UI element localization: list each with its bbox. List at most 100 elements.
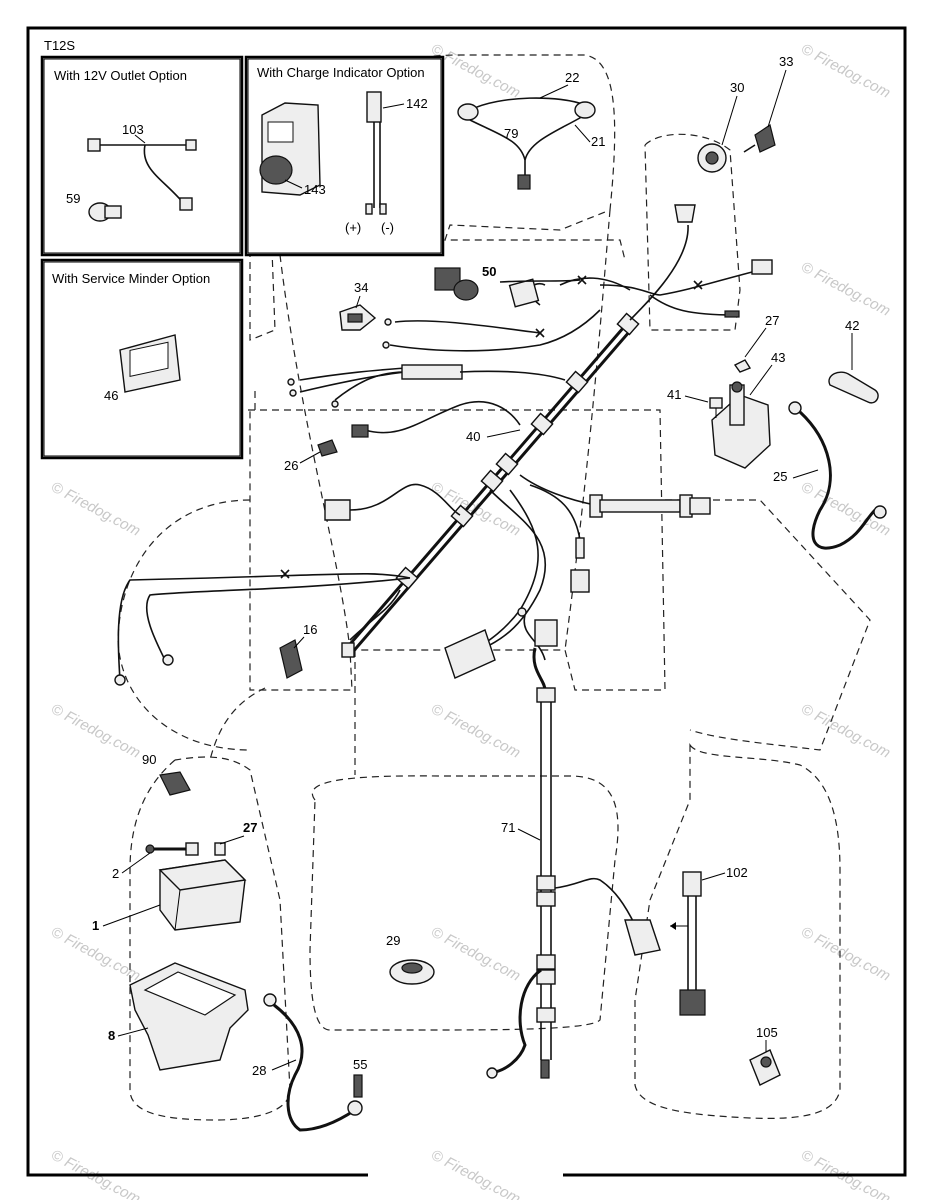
- part-label-16: 16: [303, 622, 317, 637]
- part-label-28: 28: [252, 1063, 266, 1078]
- watermark: © Firedog.com: [798, 259, 893, 320]
- terminal-plus: (+): [345, 220, 361, 235]
- headlight-bulb-icon: [574, 101, 596, 119]
- connector-icon: [341, 642, 355, 658]
- battery-tray: 8: [108, 962, 249, 1071]
- harness-sleeve: [401, 364, 463, 380]
- key-icon: [754, 124, 776, 153]
- part-label-25: 25: [773, 469, 787, 484]
- part-label-40: 40: [466, 429, 480, 444]
- charge-connector-icon: [366, 91, 382, 123]
- watermark: © Firedog.com: [48, 1147, 143, 1200]
- connector-16: 16: [279, 622, 317, 679]
- connector-icon: [570, 569, 590, 593]
- connector-icon: [324, 499, 351, 521]
- part-label-90: 90: [142, 752, 156, 767]
- terminal-minus: (-): [381, 220, 394, 235]
- part-label-29: 29: [386, 933, 400, 948]
- option-box-12v-outlet: With 12V Outlet Option 103 59: [40, 55, 244, 257]
- watermark: © Firedog.com: [428, 701, 523, 762]
- connector-icon: [179, 197, 193, 211]
- option-box-title: With Service Minder Option: [52, 271, 210, 286]
- power-outlet-icon: [104, 205, 122, 219]
- main-wire-harness: 40: [114, 204, 773, 686]
- option-box-title: With Charge Indicator Option: [257, 65, 425, 80]
- seat-switch-icon: [317, 439, 338, 457]
- bolt-icon: [353, 1074, 363, 1098]
- battery-cable-25: 25: [773, 401, 887, 550]
- option-box-title: With 12V Outlet Option: [54, 68, 187, 83]
- part-label-21: 21: [591, 134, 605, 149]
- option-box-service-minder: With Service Minder Option 46: [40, 258, 244, 460]
- connector-icon: [679, 989, 706, 1016]
- headlight-harness: 22 79 21: [457, 70, 605, 190]
- part-label-27: 27: [765, 313, 779, 328]
- part-label-22: 22: [565, 70, 579, 85]
- battery-assembly: 2 27 1: [92, 820, 257, 933]
- part-label-59: 59: [66, 191, 80, 206]
- watermark: © Firedog.com: [798, 1147, 893, 1200]
- fuse-block-icon: [508, 278, 540, 308]
- seat-switch: 26: [284, 439, 338, 473]
- connector-icon: [689, 497, 711, 515]
- part-label-1: 1: [92, 918, 99, 933]
- watermark: © Firedog.com: [428, 1147, 523, 1200]
- connector-icon: [751, 259, 773, 275]
- boot-icon: [828, 371, 879, 404]
- pto-switch: 34: [339, 280, 377, 331]
- part-label-33: 33: [779, 54, 793, 69]
- relay-icon: [159, 771, 191, 796]
- relay-icon: [279, 639, 303, 679]
- connector-icon: [87, 138, 101, 152]
- watermark: © Firedog.com: [798, 701, 893, 762]
- ignition-key: 33: [743, 54, 793, 153]
- switch-icon: [434, 267, 461, 291]
- rear-wire-harness-71: 71: [486, 607, 661, 1079]
- connector-icon: [185, 139, 197, 151]
- watermark: © Firedog.com: [798, 924, 893, 985]
- part-label-46: 46: [104, 388, 118, 403]
- watermark: © Firedog.com: [48, 479, 143, 540]
- part-label-142: 142: [406, 96, 428, 111]
- headlight-bulb-icon: [457, 103, 479, 121]
- part-label-102: 102: [726, 865, 748, 880]
- part-label-26: 26: [284, 458, 298, 473]
- connector-icon: [444, 629, 496, 679]
- part-label-41: 41: [667, 387, 681, 402]
- part-label-30: 30: [730, 80, 744, 95]
- watermark: © Firedog.com: [48, 701, 143, 762]
- seat-switch-harness-102: 102: [670, 865, 748, 1016]
- tractor-outline: [117, 54, 871, 1121]
- part-label-55: 55: [353, 1057, 367, 1072]
- connector-icon: [351, 424, 369, 438]
- switch-icon: [682, 871, 702, 897]
- connector-icon: [534, 619, 558, 647]
- part-label-143: 143: [304, 182, 326, 197]
- connector-icon: [517, 174, 531, 190]
- harness-sleeve: [599, 499, 681, 513]
- diagram-id: T12S: [44, 38, 75, 53]
- terminal-boot: 42: [828, 318, 879, 404]
- watermark: © Firedog.com: [428, 924, 523, 985]
- part-label-2: 2: [112, 866, 119, 881]
- ground-cable-28: 28 55: [252, 993, 367, 1132]
- starter-solenoid: 27 43 41: [667, 313, 785, 469]
- part-label-103: 103: [122, 122, 144, 137]
- watermark: © Firedog.com: [798, 41, 893, 102]
- part-label-79: 79: [504, 126, 518, 141]
- part-label-105: 105: [756, 1025, 778, 1040]
- option-box-charge-indicator: With Charge Indicator Option 143 142 (+)…: [244, 55, 445, 257]
- connector-icon: [624, 919, 661, 956]
- headlight-switch: 50: [434, 264, 496, 301]
- part-label-8: 8: [108, 1028, 115, 1043]
- connector-icon: [674, 204, 696, 223]
- ignition-switch: 30: [697, 80, 744, 173]
- part-label-43: 43: [771, 350, 785, 365]
- part-label-34: 34: [354, 280, 368, 295]
- outer-frame: [26, 26, 907, 1177]
- part-label-71: 71: [501, 820, 515, 835]
- nut-icon: [733, 359, 752, 373]
- part-label-50: 50: [482, 264, 496, 279]
